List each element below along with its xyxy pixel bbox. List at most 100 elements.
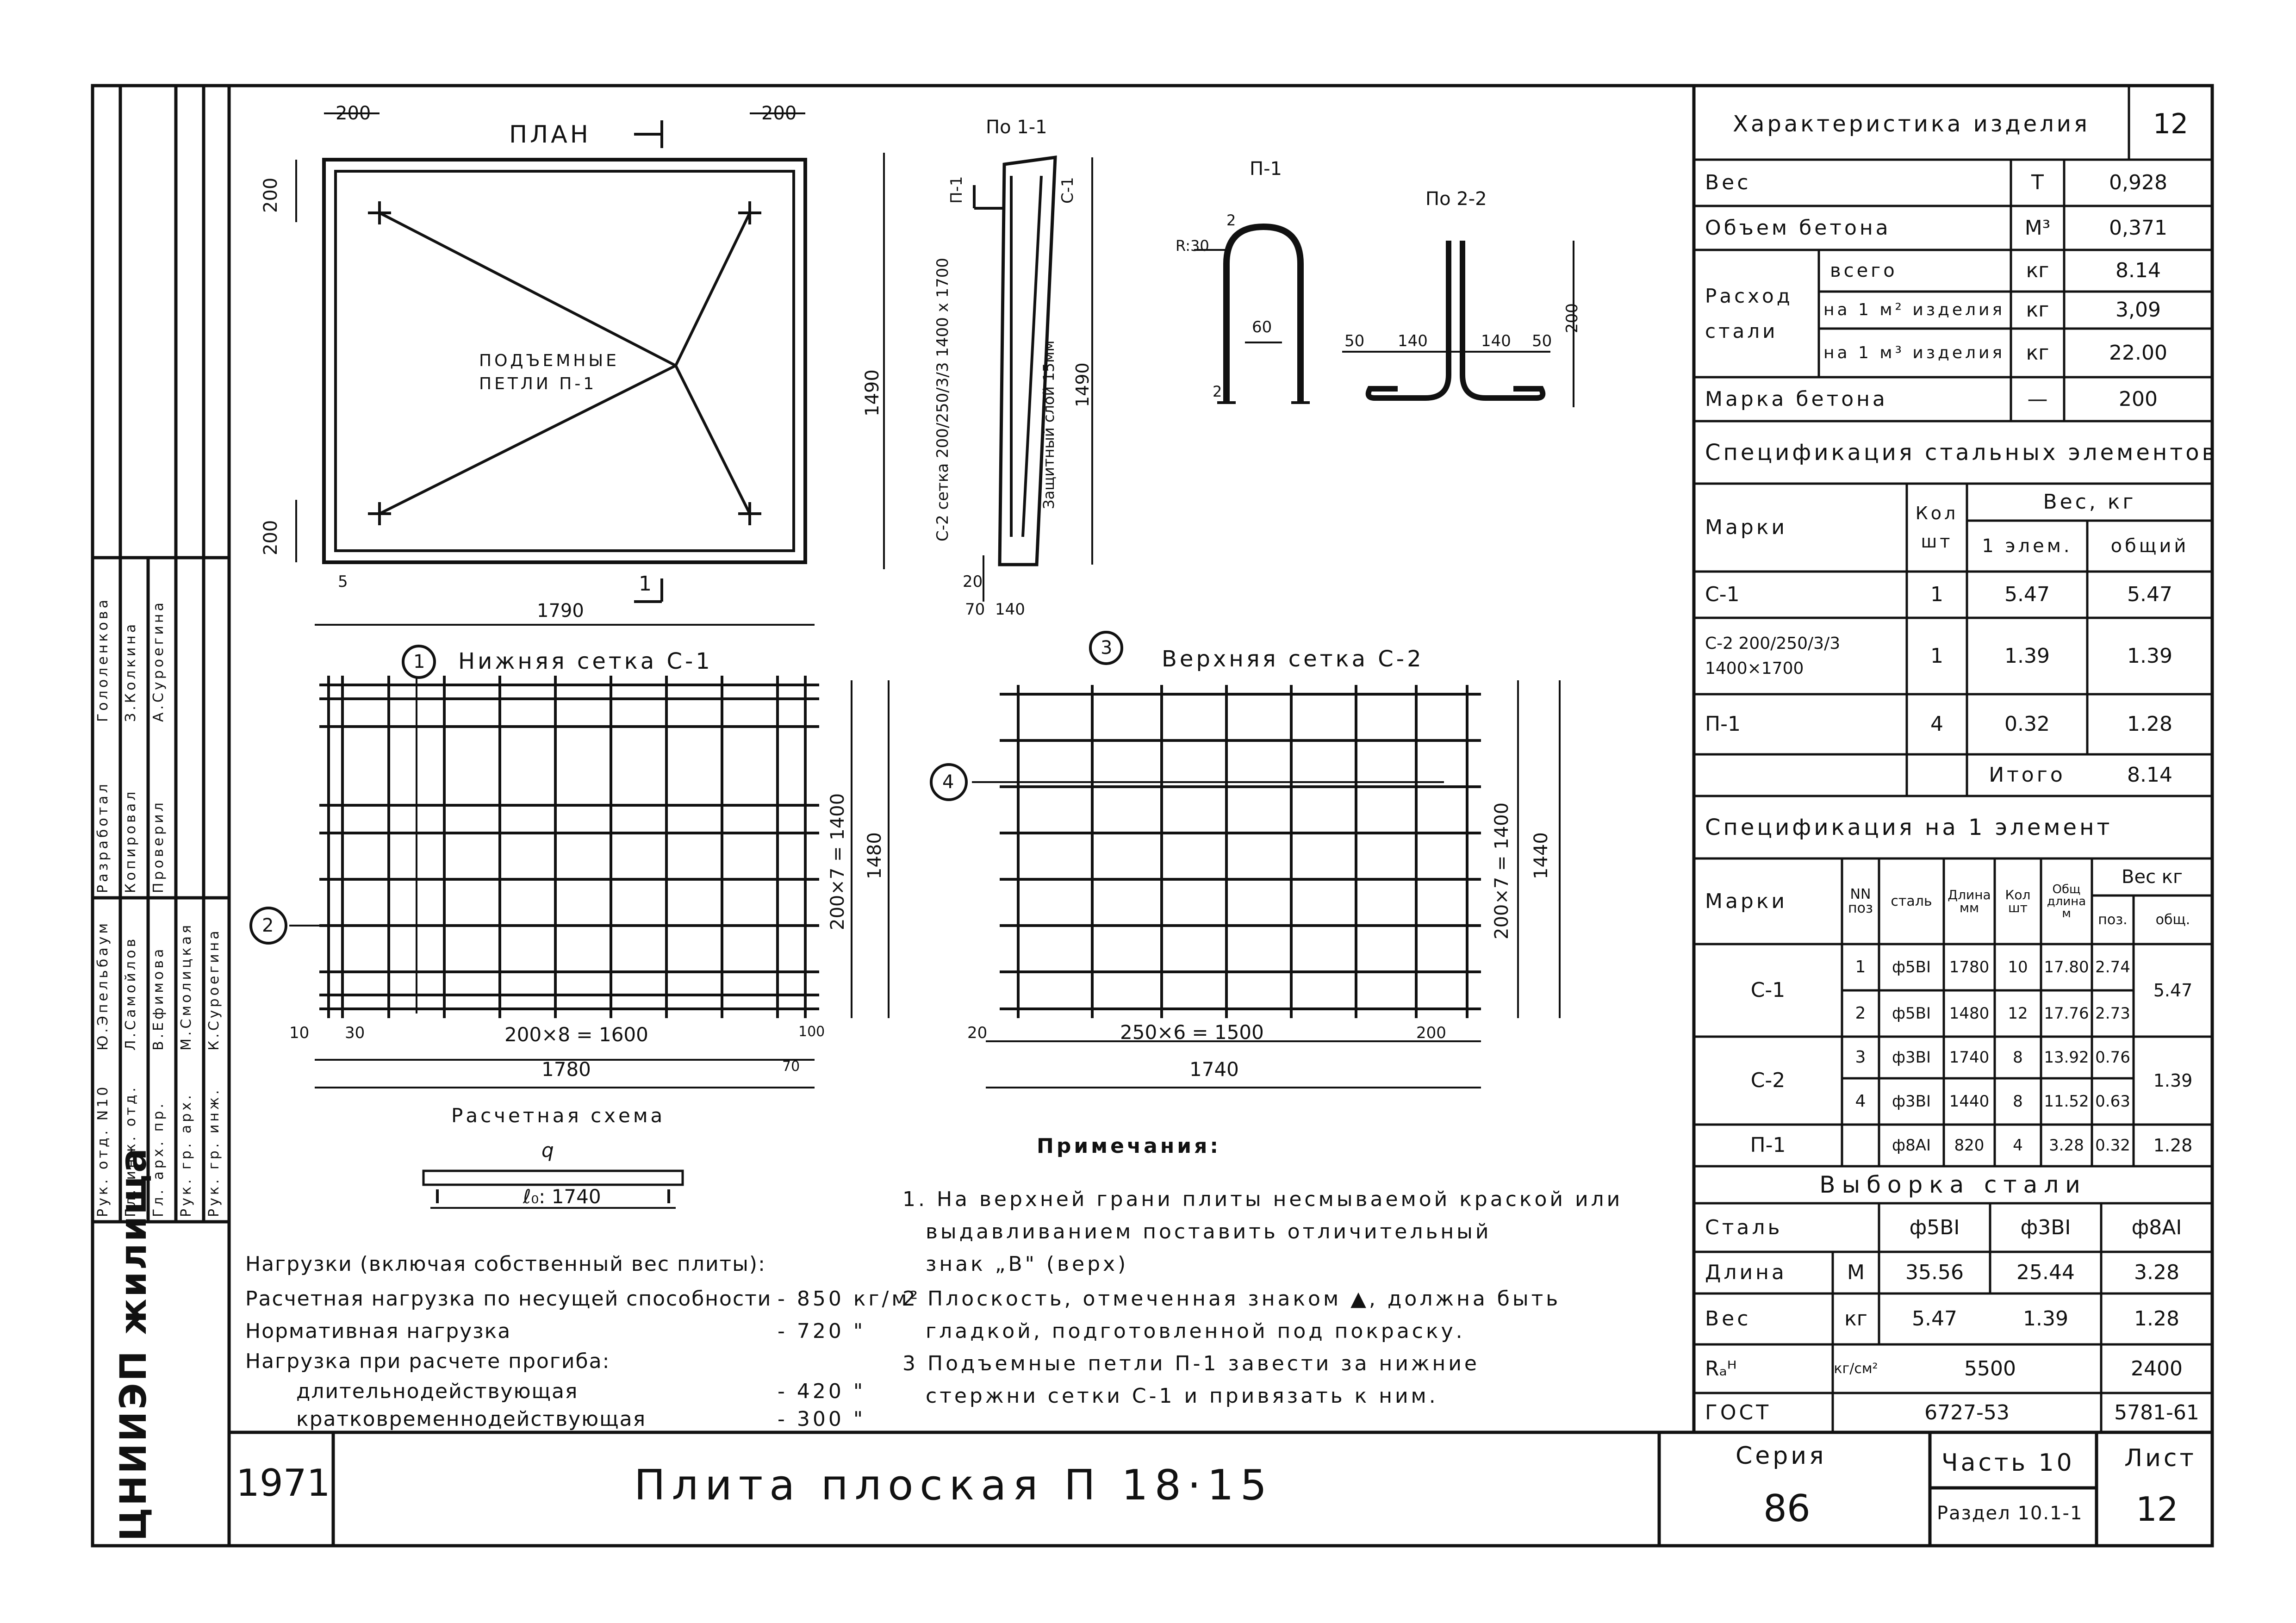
p1-dim-bottom: 2 (1213, 383, 1222, 400)
element-spec-header-length: Длина мм (1948, 887, 1991, 915)
steel-selection-v1: 35.56 (1905, 1261, 1964, 1284)
element-spec-len: 820 (1954, 1136, 1985, 1155)
element-spec-wpos: 2.74 (2095, 958, 2130, 976)
char-row-name: Вес (1705, 171, 1751, 194)
mesh-top-dim-20: 20 (967, 1024, 988, 1042)
element-spec-pos: 1 (1855, 958, 1866, 976)
element-spec-steel: ф3ВI (1892, 1048, 1931, 1067)
char-row-sub: на 1 м² изделия (1823, 300, 2005, 319)
plan-dim-edge: 5 (338, 572, 348, 591)
element-spec-len: 1440 (1949, 1092, 1990, 1111)
note-line: стержни сетки С-1 и привязать к ним. (926, 1384, 1438, 1408)
char-row-unit: — (2027, 387, 2048, 411)
steel-spec-mark: П-1 (1705, 712, 1741, 736)
load-label: кратковременнодействующая (296, 1407, 647, 1431)
load-value: - 720 " (778, 1319, 866, 1343)
section-1-dim-20: 20 (963, 572, 983, 591)
mesh-bottom-dim-70: 70 (782, 1058, 800, 1075)
element-spec-header-steel: сталь (1891, 893, 1932, 909)
steel-spec-title: Спецификация стальных элементов (1705, 439, 2218, 466)
steel-selection-v3: 5781-61 (2114, 1400, 2199, 1424)
steel-selection-v2: 1.39 (2023, 1307, 2068, 1331)
part-label: Часть 10 (1941, 1449, 2075, 1477)
plan-cut-mark: 1 (639, 572, 652, 596)
load-value: - 300 " (778, 1407, 866, 1431)
load-value: - 420 " (778, 1380, 866, 1403)
steel-spec-qty: 1 (1930, 644, 1943, 668)
steel-selection-v3: 3.28 (2134, 1261, 2179, 1284)
element-spec-tlen: 17.80 (2044, 958, 2089, 976)
characteristics-sheet-no: 12 (2153, 107, 2189, 140)
p1-title: П-1 (1250, 158, 1282, 180)
mesh-c2-horizontal-bars (1000, 693, 1481, 1010)
char-row-unit: кг (2026, 341, 2049, 365)
element-spec-wpos: 0.76 (2095, 1048, 2130, 1067)
mesh-bottom-mark-1: 1 (413, 651, 425, 672)
mesh-bottom-dim-100: 100 (798, 1024, 825, 1040)
element-spec-pos: 2 (1855, 1004, 1866, 1023)
steel-selection-header: ф5ВI (1909, 1215, 1960, 1239)
char-row-value: 0,371 (2109, 216, 2167, 240)
steel-spec-header-qty: Кол шт (1915, 503, 1959, 552)
sheet-value: 12 (2136, 1490, 2178, 1529)
mesh-top-total: 1740 (1189, 1058, 1239, 1081)
element-spec-wpos: 0.63 (2095, 1092, 2130, 1111)
mesh-top-mark-3: 3 (1101, 637, 1113, 659)
steel-selection-header: ф8АI (2131, 1215, 2182, 1239)
loop-p1-view (1194, 223, 1310, 404)
mesh-c2-vertical-bars (1017, 685, 1468, 1018)
load-label: Нормативная нагрузка (245, 1319, 511, 1343)
steel-selection-v1: 5500 (1964, 1356, 2016, 1380)
steel-spec-total: 1.28 (2127, 712, 2172, 736)
notes-title: Примечания: (1037, 1134, 1221, 1158)
mesh-bottom-mark-2: 2 (262, 915, 274, 936)
calc-scheme-q: q (541, 1139, 554, 1162)
element-spec-header-weight: Вес кг (2122, 866, 2183, 888)
steel-selection-header: ф3ВI (2020, 1215, 2071, 1239)
char-row-value: 200 (2119, 387, 2158, 411)
load-label: Расчетная нагрузка по несущей способност… (245, 1287, 772, 1311)
lifting-loops-label: ПОДЪЕМНЫЕ ПЕТЛИ П-1 (479, 351, 619, 394)
element-spec-header-total-len: Общ длина м (2047, 882, 2086, 920)
element-spec-len: 1780 (1949, 958, 1990, 976)
element-spec-wtot: 1.28 (2153, 1135, 2193, 1156)
load-value: - 850 кг/м² (778, 1287, 921, 1311)
load-label: Нагрузки (включая собственный вес плиты)… (245, 1252, 766, 1276)
char-row-sub: на 1 м³ изделия (1823, 343, 2005, 362)
element-spec-tlen: 17.76 (2044, 1004, 2089, 1023)
steel-selection-row-name: Длина (1705, 1261, 1787, 1284)
element-spec-wpos: 2.73 (2095, 1004, 2130, 1023)
element-spec-mark: П-1 (1750, 1133, 1786, 1157)
section-label: Раздел 10.1-1 (1937, 1503, 2083, 1524)
series-label: Серия (1736, 1442, 1827, 1470)
char-row-value: 22.00 (2109, 341, 2167, 365)
steel-selection-title: Выборка стали (1819, 1171, 2087, 1198)
element-spec-pos: 3 (1855, 1048, 1866, 1067)
char-row-sub: всего (1830, 260, 1898, 281)
element-spec-qty: 4 (2013, 1136, 2023, 1155)
element-spec-mark: С-2 (1750, 1069, 1786, 1092)
section-2-dim: 140 (1481, 332, 1511, 350)
element-spec-title: Спецификация на 1 элемент (1705, 814, 2113, 840)
element-spec-tlen: 13.92 (2044, 1048, 2089, 1067)
char-row-name: Объем бетона (1705, 216, 1891, 240)
note-line: знак „В" (верх) (926, 1252, 1129, 1276)
section-2-2 (1342, 241, 1574, 407)
note-line: 2 Плоскость, отмеченная знаком ▲, должна… (902, 1287, 1561, 1311)
plan-view (295, 112, 885, 626)
element-spec-steel: ф3ВI (1892, 1092, 1931, 1111)
steel-spec-itogo-total: 8.14 (2127, 763, 2172, 787)
steel-spec-total: 5.47 (2127, 583, 2172, 606)
steel-selection-row-name: Вес (1705, 1307, 1751, 1331)
steel-selection-v3: 1.28 (2134, 1307, 2179, 1331)
element-spec-header-w-total: общ. (2155, 911, 2190, 928)
position-marks (249, 631, 1123, 945)
element-spec-steel: ф5ВI (1892, 1004, 1931, 1023)
section-2-dim: 50 (1532, 332, 1552, 350)
sheet-label: Лист (2124, 1444, 2196, 1472)
note-line: выдавливанием поставить отличительный (926, 1220, 1492, 1244)
steel-selection-v1: 6727-53 (1924, 1400, 2010, 1424)
drawing-title: Плита плоская П 18·15 (634, 1461, 1273, 1510)
